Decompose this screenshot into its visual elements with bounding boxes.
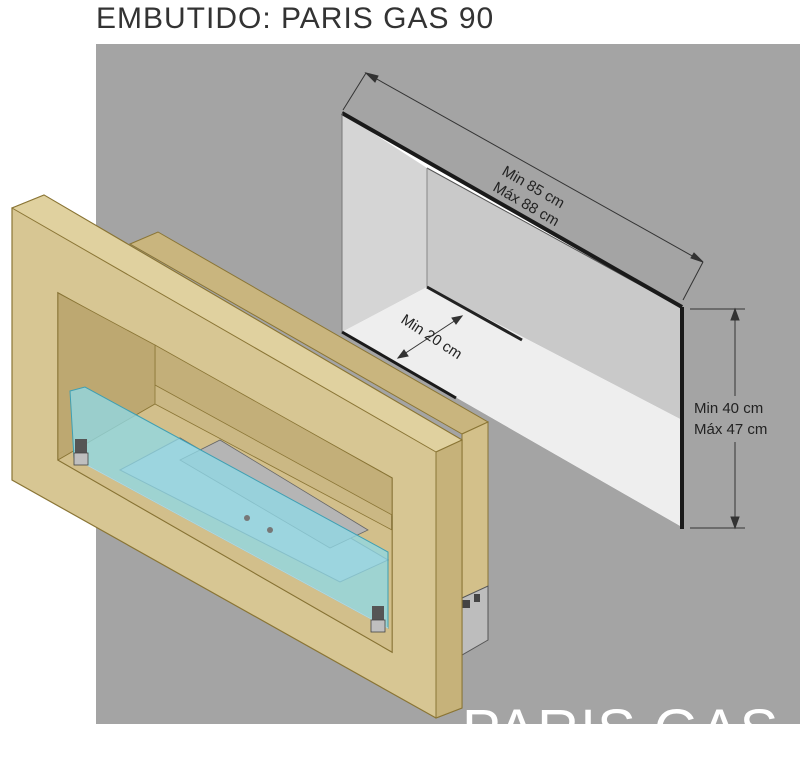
depth-dimension-line [396, 315, 464, 359]
wall-niche [341, 111, 684, 529]
height-min-label: Min 40 cm [694, 400, 763, 417]
height-max-label: Máx 47 cm [694, 421, 767, 438]
glass-holder-right [370, 606, 386, 633]
brand-watermark: PARIS GAS [462, 698, 780, 763]
fireplace-unit [10, 194, 490, 719]
width-dimension-line [342, 72, 704, 301]
glass-holder-left [73, 439, 89, 466]
height-dimension-line [690, 307, 745, 530]
page-title: EMBUTIDO: PARIS GAS 90 [96, 2, 495, 35]
glass-panel [69, 386, 389, 629]
niche-top-edge [341, 111, 683, 309]
